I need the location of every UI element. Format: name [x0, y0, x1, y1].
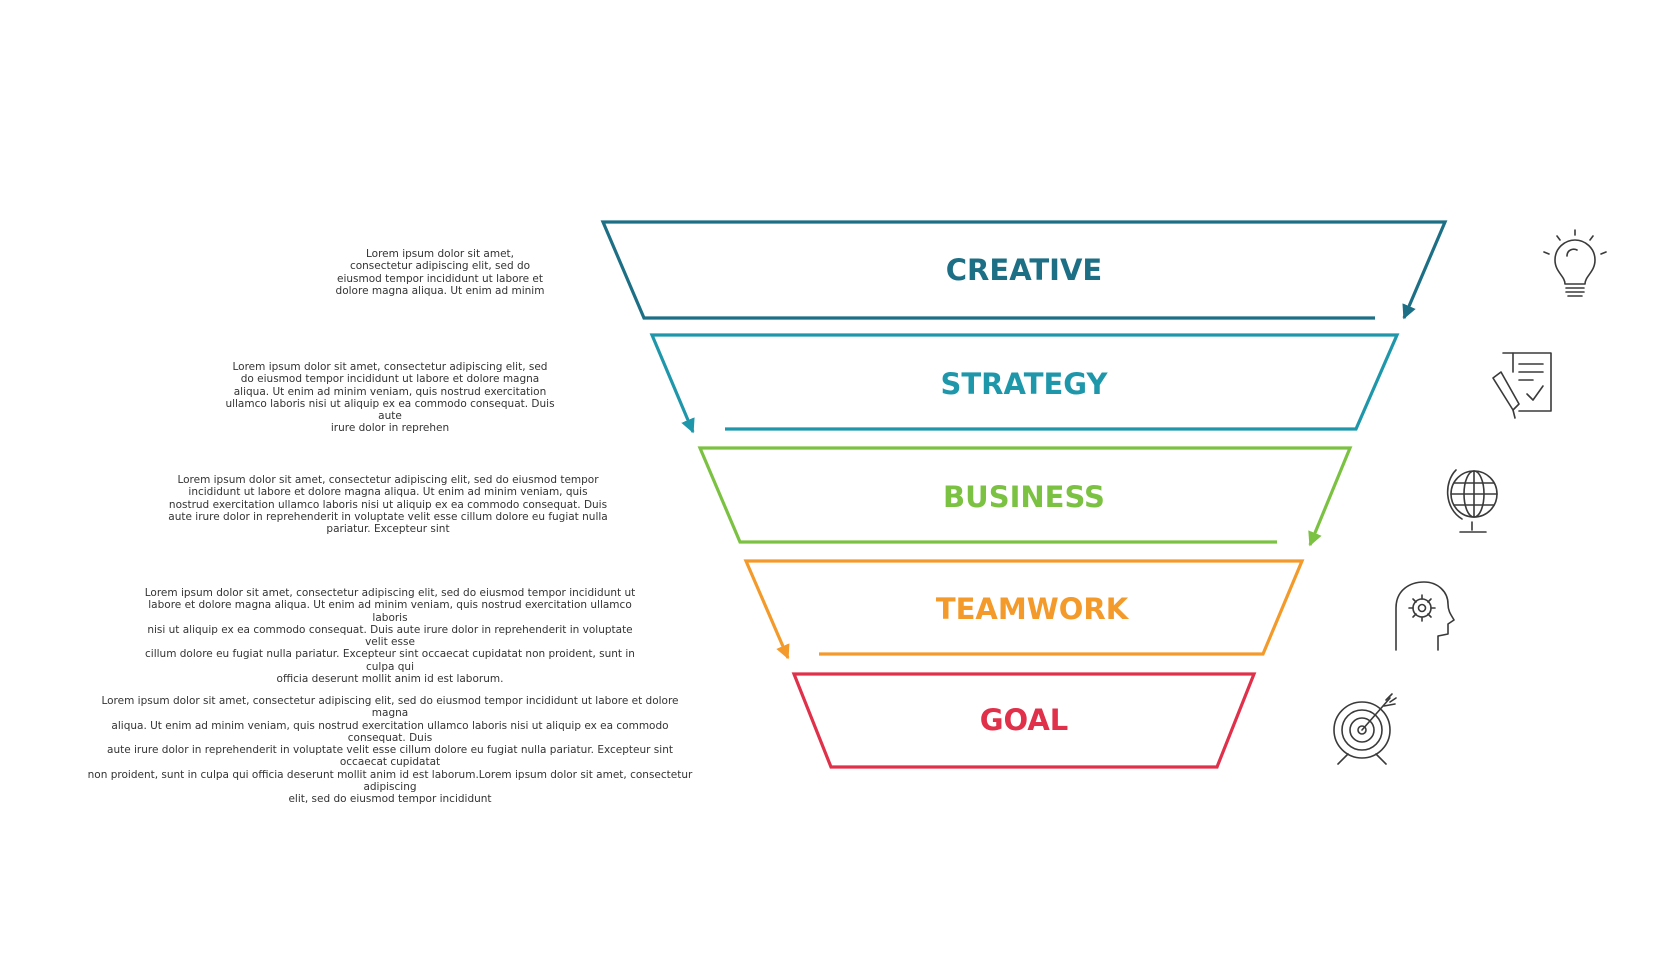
lightbulb-icon [1543, 229, 1607, 297]
step-description-business: Lorem ipsum dolor sit amet, consectetur … [168, 474, 608, 536]
funnel-outline-creative [600, 220, 1448, 320]
step-label-creative: CREATIVE [946, 253, 1102, 287]
step-label-teamwork: TEAMWORK [936, 592, 1130, 626]
funnel-step-business: BUSINESS [697, 446, 1353, 547]
funnel-step-creative: CREATIVE [600, 220, 1448, 320]
funnel-step-teamwork: TEAMWORK [743, 559, 1305, 660]
document-pen-icon [1492, 352, 1552, 419]
funnel-step-strategy: STRATEGY [649, 333, 1400, 434]
step-description-teamwork: Lorem ipsum dolor sit amet, consectetur … [144, 587, 636, 686]
step-label-business: BUSINESS [943, 480, 1105, 514]
step-label-strategy: STRATEGY [941, 367, 1109, 401]
target-icon [1333, 693, 1397, 765]
step-description-strategy: Lorem ipsum dolor sit amet, consectetur … [225, 361, 555, 435]
funnel-step-goal: GOAL [791, 672, 1257, 769]
funnel-outline-strategy [649, 333, 1400, 434]
step-description-creative: Lorem ipsum dolor sit amet, consectetur … [335, 248, 545, 297]
funnel-outline-goal [791, 672, 1257, 769]
funnel-outline-business [697, 446, 1353, 547]
globe-icon [1446, 469, 1498, 533]
head-gear-icon [1395, 581, 1455, 651]
funnel-outline-teamwork [743, 559, 1305, 660]
step-label-goal: GOAL [980, 703, 1069, 737]
step-description-goal: Lorem ipsum dolor sit amet, consectetur … [87, 695, 693, 806]
